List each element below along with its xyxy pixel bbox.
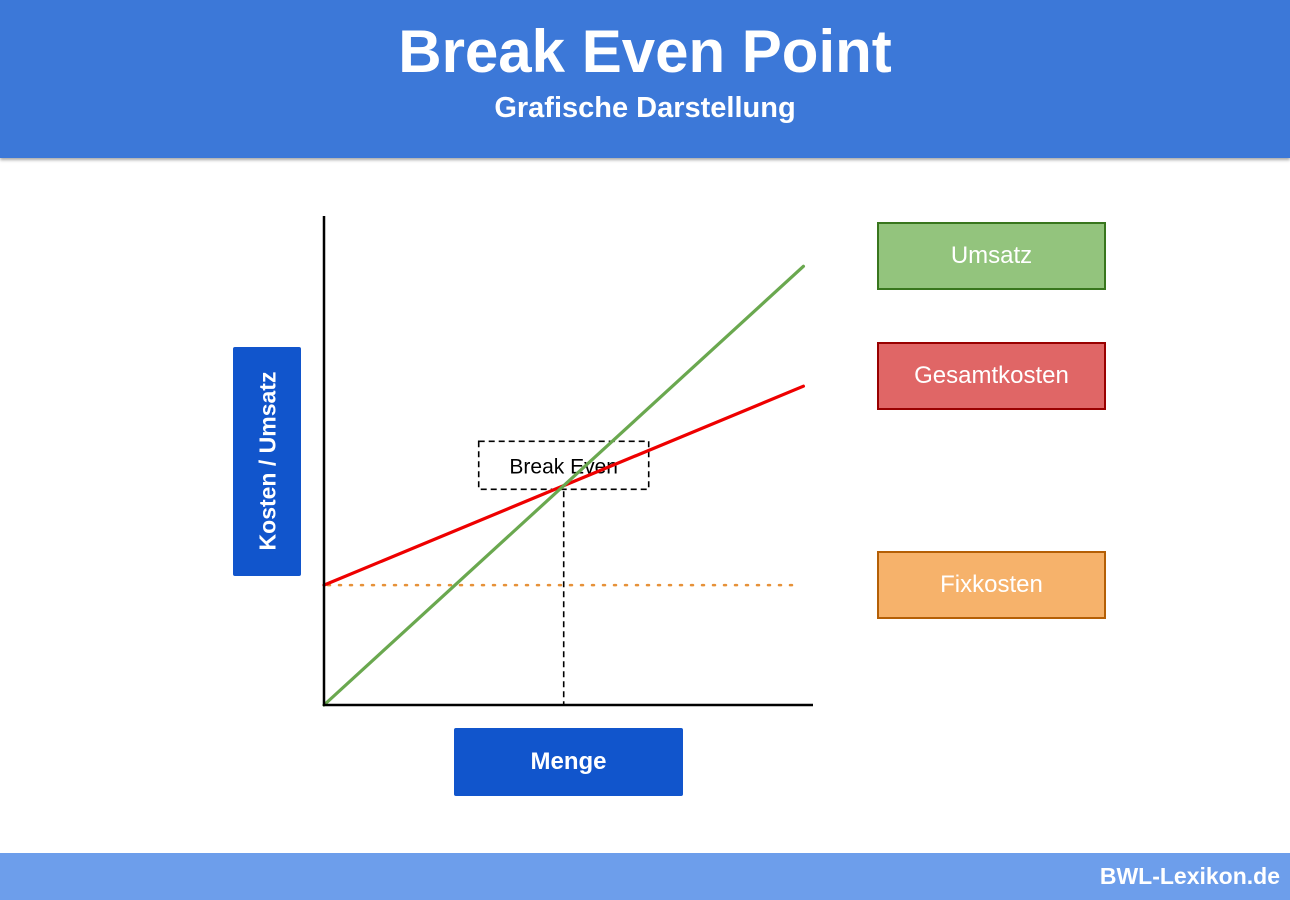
legend-item-umsatz: Umsatz <box>877 222 1106 290</box>
y-axis-label-box: Kosten / Umsatz <box>233 347 301 576</box>
y-axis-label: Kosten / Umsatz <box>254 371 280 551</box>
footer-brand: BWL-Lexikon.de <box>1099 863 1280 889</box>
page-title: Break Even Point <box>398 18 892 85</box>
x-axis-label: Menge <box>454 728 683 796</box>
legend-item-gesamtkosten: Gesamtkosten <box>877 342 1106 410</box>
series-line-umsatz <box>322 264 806 707</box>
break-even-annotation-box <box>477 440 650 491</box>
page-subtitle: Grafische Darstellung <box>494 92 796 124</box>
legend-item-fixkosten: Fixkosten <box>877 551 1106 619</box>
break-even-annotation-label: Break Even <box>509 455 618 478</box>
footer-bar: BWL-Lexikon.de <box>0 853 1290 900</box>
header-banner: Break Even Point Grafische Darstellung <box>0 0 1290 158</box>
